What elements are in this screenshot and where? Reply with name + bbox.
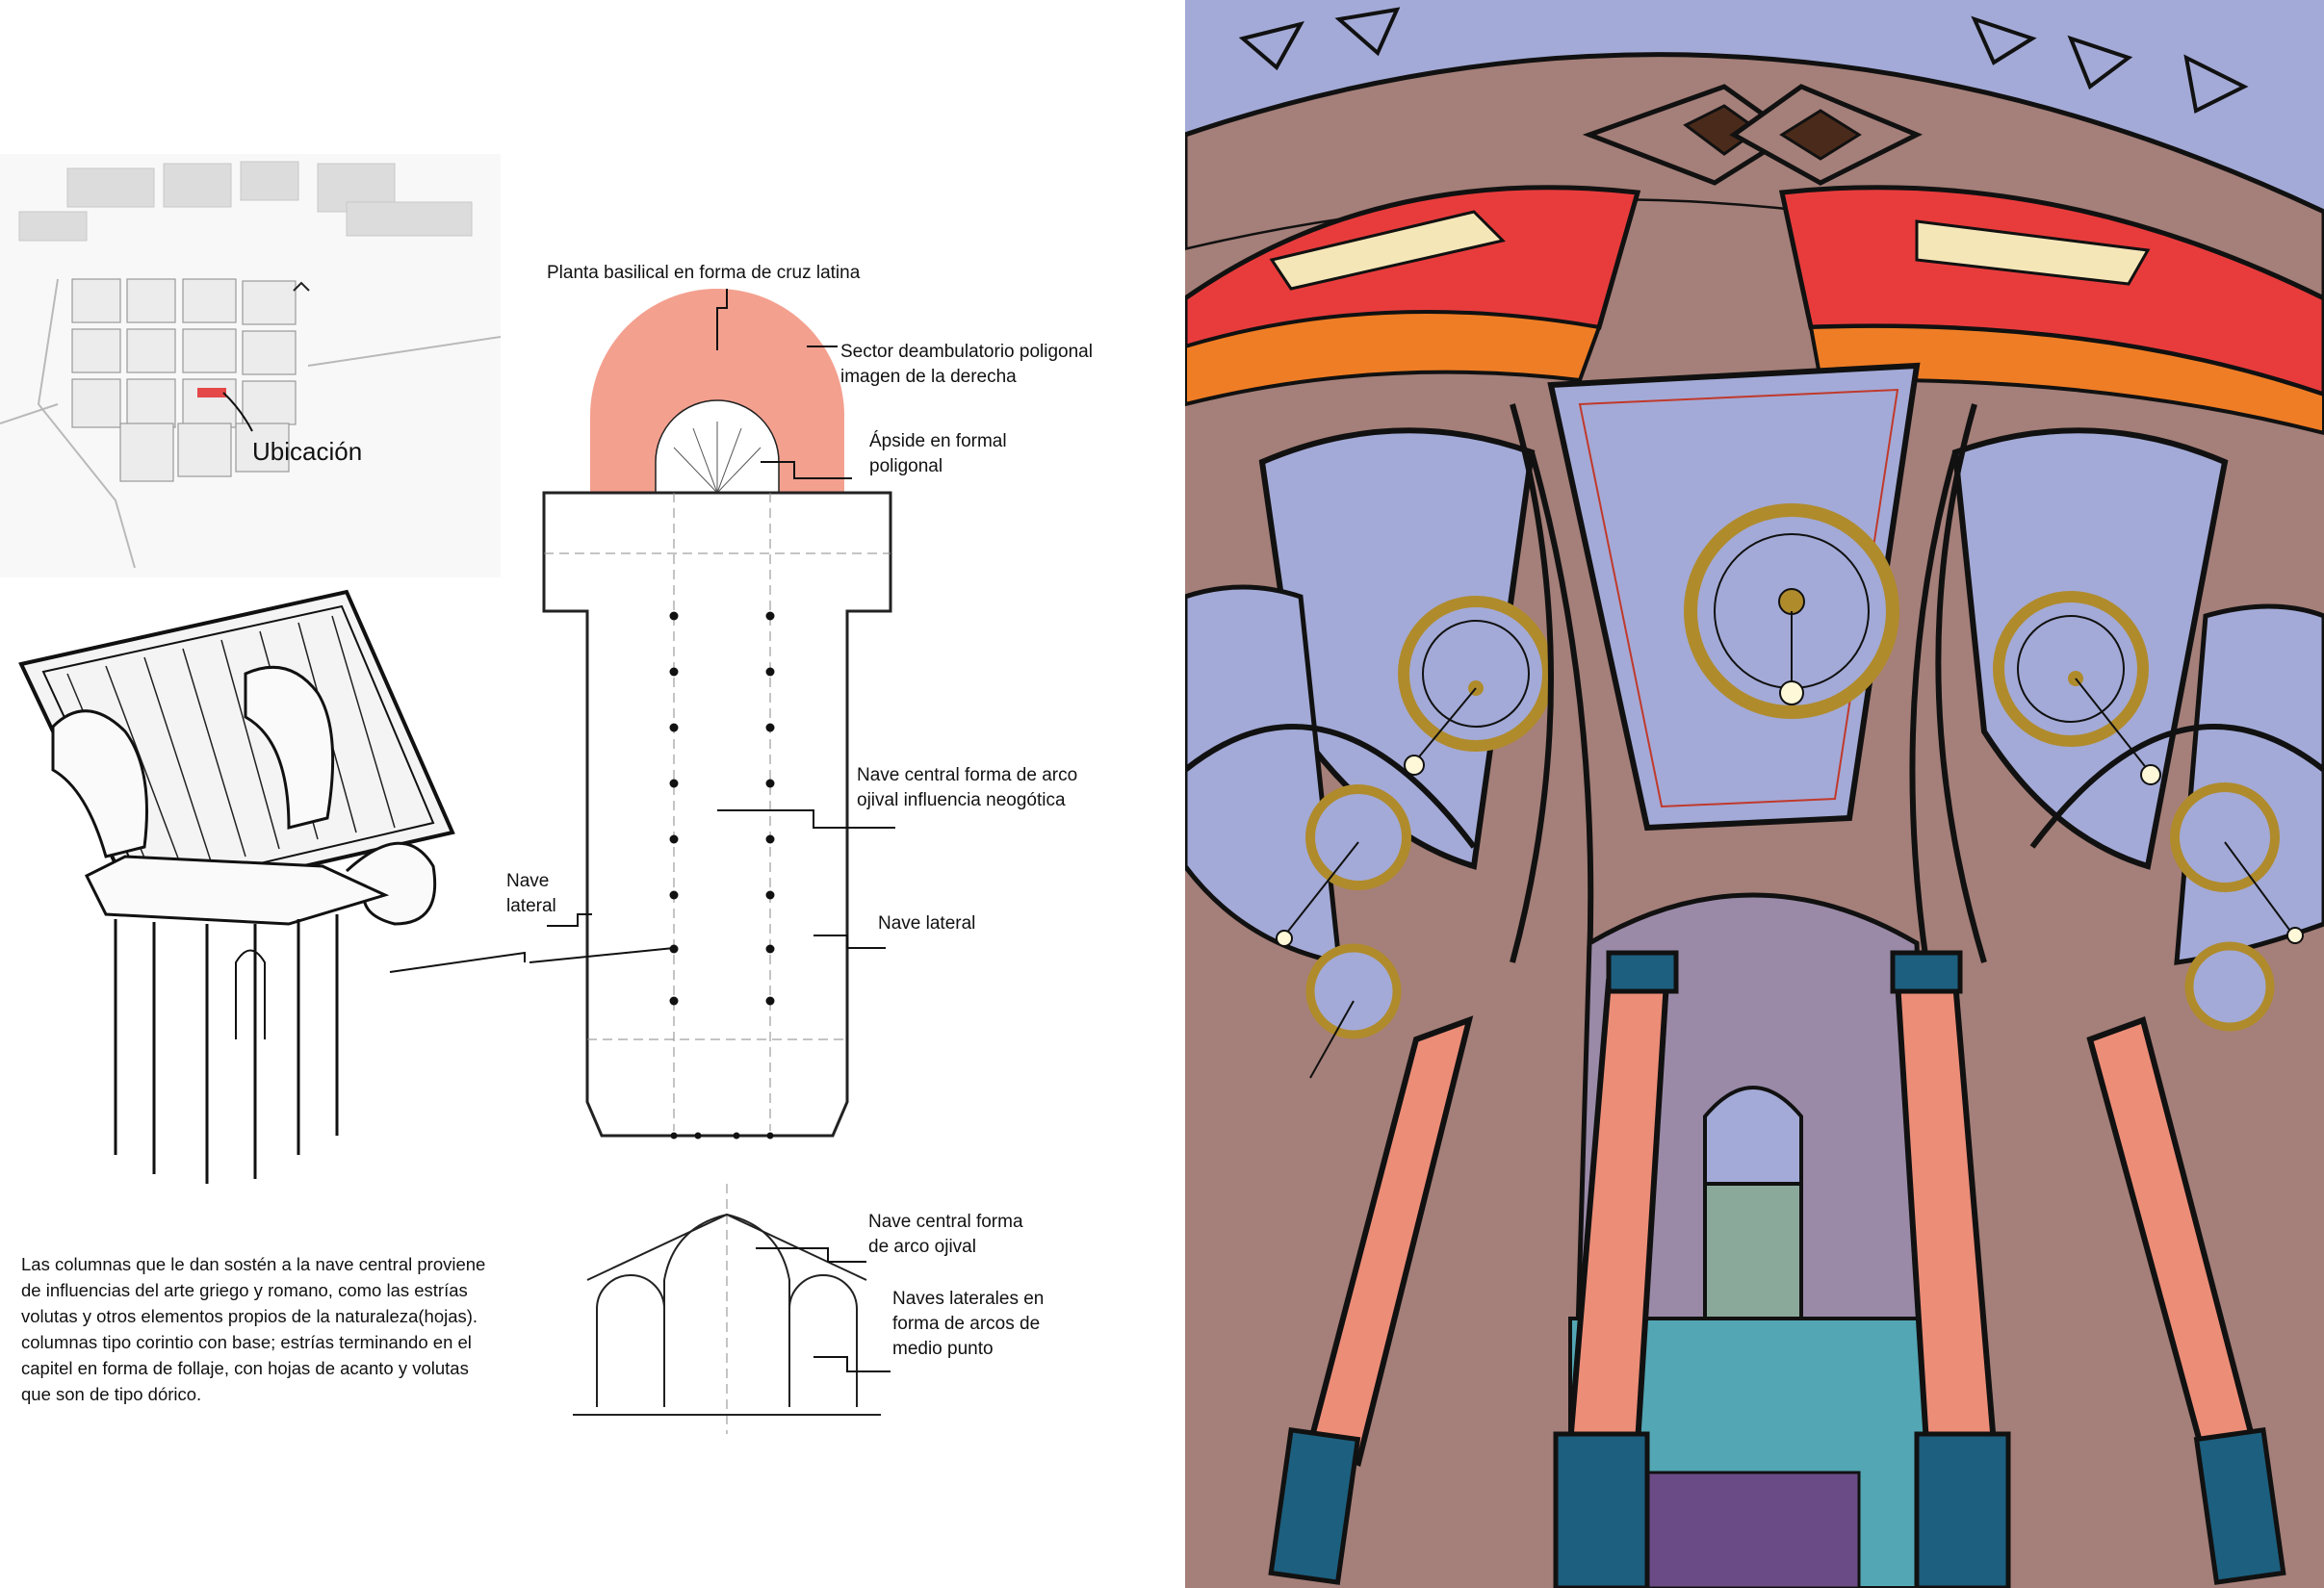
ring-triangles	[1238, 7, 2249, 114]
location-leader	[222, 392, 253, 432]
altar-steps	[1645, 1471, 1861, 1588]
columns	[1268, 950, 2286, 1588]
plan-outline	[542, 491, 892, 1138]
cross-section	[573, 1184, 891, 1434]
vault-ribs	[1185, 403, 2324, 963]
interior-illustration	[1185, 0, 2324, 1588]
left-drawings	[0, 154, 895, 1434]
label-nave-lateral-left-1: Nave	[506, 871, 550, 891]
label-section-laterales-2: forma de arcos de	[892, 1314, 1041, 1334]
label-abside-2: poligonal	[869, 456, 943, 476]
location-marker	[197, 388, 226, 397]
label-section-laterales-1: Naves laterales en	[892, 1289, 1045, 1309]
label-nave-lateral-left-2: lateral	[506, 896, 556, 916]
apse-window	[1703, 1086, 1803, 1191]
stained-glass	[1185, 84, 2324, 436]
label-nave-central-2: ojival influencia neogótica	[857, 790, 1066, 810]
floor-plan	[529, 289, 895, 1140]
description-line: que son de tipo dórico.	[21, 1384, 202, 1404]
map-roads	[0, 278, 502, 569]
label-section-laterales-3: medio punto	[892, 1339, 994, 1359]
label-deambulatorio-2: imagen de la derecha	[840, 367, 1017, 387]
label-abside-1: Ápside en formal	[869, 431, 1007, 451]
map-top-buildings	[18, 161, 473, 242]
apse-radials	[673, 422, 762, 494]
interior-svg	[1185, 0, 2324, 1588]
label-section-central-1: Nave central forma	[868, 1212, 1023, 1232]
label-nave-central-1: Nave central forma de arco	[857, 765, 1078, 785]
label-deambulatorio-1: Sector deambulatorio poligonal	[840, 342, 1093, 362]
plan-axes	[544, 493, 891, 1131]
description-line: columnas tipo corintio con base; estrías…	[21, 1332, 472, 1352]
description-line: volutas y otros elementos propios de la …	[21, 1306, 478, 1326]
description-paragraph: Las columnas que le dan sostén a la nave…	[21, 1251, 541, 1407]
label-nave-lateral-right: Nave lateral	[878, 913, 976, 934]
description-line: capitel en forma de follaje, con hojas d…	[21, 1358, 469, 1378]
description-line: Las columnas que le dan sostén a la nave…	[21, 1254, 486, 1274]
location-label: Ubicación	[252, 437, 363, 466]
label-planta: Planta basilical en forma de cruz latina	[547, 263, 861, 283]
label-section-central-2: de arco ojival	[868, 1237, 976, 1257]
sky-top	[1185, 0, 2324, 212]
city-map	[0, 154, 502, 577]
capital-sketch	[18, 589, 526, 1184]
plan-leaders	[529, 289, 895, 963]
apse-ambulatory	[590, 289, 844, 493]
column-dots	[669, 611, 775, 1140]
map-blocks	[71, 278, 297, 482]
description-line: de influencias del arte griego y romano,…	[21, 1280, 468, 1300]
north-arrow-icon	[293, 281, 310, 292]
